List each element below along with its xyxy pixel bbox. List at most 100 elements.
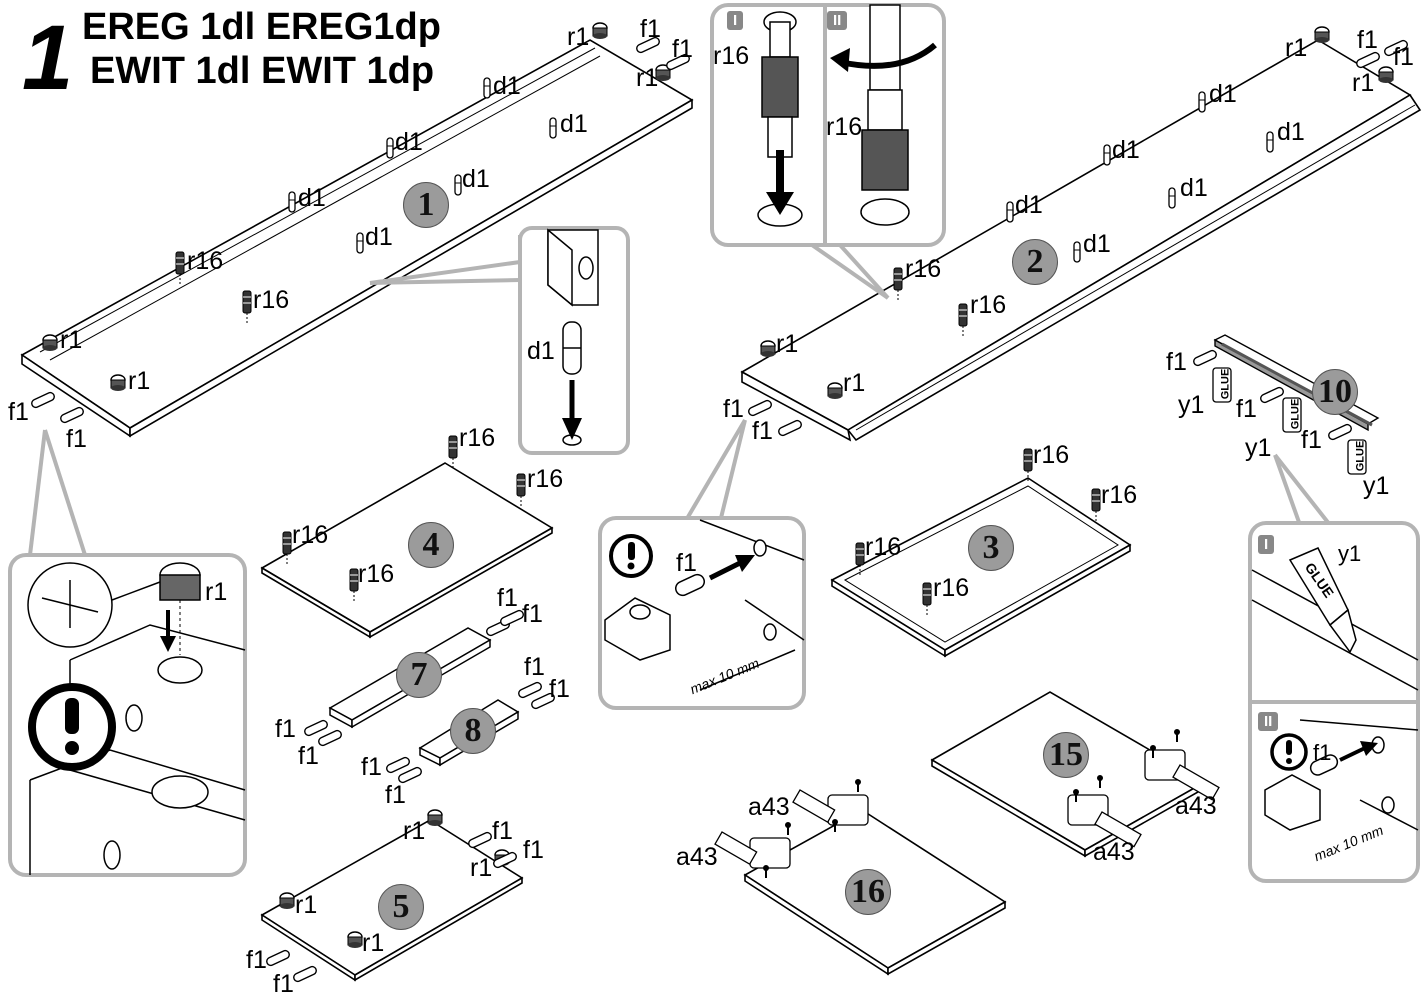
label-f1: f1 <box>523 836 544 864</box>
label-r1: r1 <box>1285 34 1308 62</box>
label-r1: r1 <box>636 64 659 92</box>
label-f1: f1 <box>497 584 518 612</box>
label-r1: r1 <box>295 891 318 919</box>
panel-badge-4: 4 <box>408 522 454 568</box>
label-a43: a43 <box>1175 792 1217 820</box>
label-f1: f1 <box>524 653 545 681</box>
glue-bottles <box>1212 367 1367 475</box>
label-f1: f1 <box>672 35 693 63</box>
model-codes-line-2: EWIT 1dl EWIT 1dp <box>90 50 435 92</box>
label-y1: y1 <box>1178 391 1205 419</box>
step-ii-tag: II <box>827 11 848 30</box>
label-d1: d1 <box>1277 118 1305 146</box>
label-f1: f1 <box>361 753 382 781</box>
label-d1: d1 <box>1083 230 1111 258</box>
label-f1: f1 <box>1236 395 1257 423</box>
label-r16: r16 <box>970 291 1007 319</box>
label-r1: r1 <box>1352 69 1375 97</box>
label-f1: f1 <box>1393 43 1414 71</box>
label-r16: r16 <box>826 113 863 141</box>
label-d1: d1 <box>462 165 490 193</box>
panel-4-board <box>260 462 554 639</box>
label-f1: f1 <box>549 675 570 703</box>
label-r16: r16 <box>527 465 564 493</box>
label-d1: d1 <box>365 223 393 251</box>
label-r16: r16 <box>1033 441 1070 469</box>
panel-badge-10: 10 <box>1312 369 1358 415</box>
label-r1: r1 <box>362 929 385 957</box>
model-codes-line-1: EREG 1dl EREG1dp <box>82 6 441 48</box>
step-ii-tag: II <box>1258 712 1279 731</box>
label-f1: f1 <box>1301 426 1322 454</box>
glue-bottle-text: GLUE <box>1289 398 1302 430</box>
label-y1: y1 <box>1363 472 1390 500</box>
panel-badge-16: 16 <box>845 869 891 915</box>
label-y1: y1 <box>1338 541 1362 566</box>
label-d1: d1 <box>1180 174 1208 202</box>
label-d1: d1 <box>493 72 521 100</box>
label-a43: a43 <box>748 793 790 821</box>
label-f1: f1 <box>1166 348 1187 376</box>
step-i-tag: I <box>1258 535 1275 554</box>
label-r1: r1 <box>470 854 493 882</box>
label-f1: f1 <box>723 395 744 423</box>
label-d1: d1 <box>560 110 588 138</box>
panel-15-hinges <box>1067 749 1220 848</box>
label-f1: f1 <box>752 417 773 445</box>
label-r16: r16 <box>187 247 224 275</box>
label-f1: f1 <box>492 817 513 845</box>
panel-badge-2: 2 <box>1012 239 1058 285</box>
label-a43: a43 <box>676 843 718 871</box>
label-r16: r16 <box>905 255 942 283</box>
label-d1: d1 <box>1209 80 1237 108</box>
label-r1: r1 <box>567 23 590 51</box>
glue-bottle-text: GLUE <box>1354 440 1367 472</box>
label-r1: r1 <box>403 817 426 845</box>
label-r16: r16 <box>933 574 970 602</box>
label-f1: f1 <box>298 742 319 770</box>
step-i-tag: I <box>727 11 744 30</box>
label-f1: f1 <box>676 549 697 577</box>
label-y1: y1 <box>1245 434 1272 462</box>
label-d1: d1 <box>1015 191 1043 219</box>
label-f1: f1 <box>273 970 294 998</box>
warning-icon-middle <box>609 534 653 578</box>
label-r1: r1 <box>128 367 151 395</box>
warning-icon-right <box>1270 733 1308 771</box>
label-d1: d1 <box>1112 136 1140 164</box>
panel-2-board <box>740 39 1422 442</box>
label-f1: f1 <box>66 425 87 453</box>
label-f1: f1 <box>385 781 406 809</box>
label-r1: r1 <box>205 578 228 606</box>
label-d1: d1 <box>527 337 555 365</box>
label-r1: r1 <box>776 330 799 358</box>
label-d1: d1 <box>395 128 423 156</box>
label-r1: r1 <box>60 326 83 354</box>
label-f1: f1 <box>1313 740 1332 765</box>
panel-badge-3: 3 <box>968 525 1014 571</box>
panel-badge-15: 15 <box>1043 732 1089 778</box>
label-r16: r16 <box>459 424 496 452</box>
panel-badge-1: 1 <box>403 182 449 228</box>
label-a43: a43 <box>1093 838 1135 866</box>
glue-bottle-text: GLUE <box>1219 368 1232 400</box>
label-f1: f1 <box>640 15 661 43</box>
label-r1: r1 <box>843 369 866 397</box>
label-f1: f1 <box>275 715 296 743</box>
panel-badge-5: 5 <box>378 884 424 930</box>
panel-16-hinges <box>714 789 869 869</box>
label-f1: f1 <box>522 600 543 628</box>
f1-callout-frame <box>598 516 806 710</box>
label-f1: f1 <box>246 946 267 974</box>
label-r16: r16 <box>253 286 290 314</box>
label-r16: r16 <box>292 521 329 549</box>
label-r16: r16 <box>713 42 750 70</box>
panel-badge-8: 8 <box>450 708 496 754</box>
label-r16: r16 <box>865 533 902 561</box>
step-number: 1 <box>22 7 74 109</box>
label-d1: d1 <box>298 184 326 212</box>
label-r16: r16 <box>358 560 395 588</box>
panel-badge-7: 7 <box>396 652 442 698</box>
